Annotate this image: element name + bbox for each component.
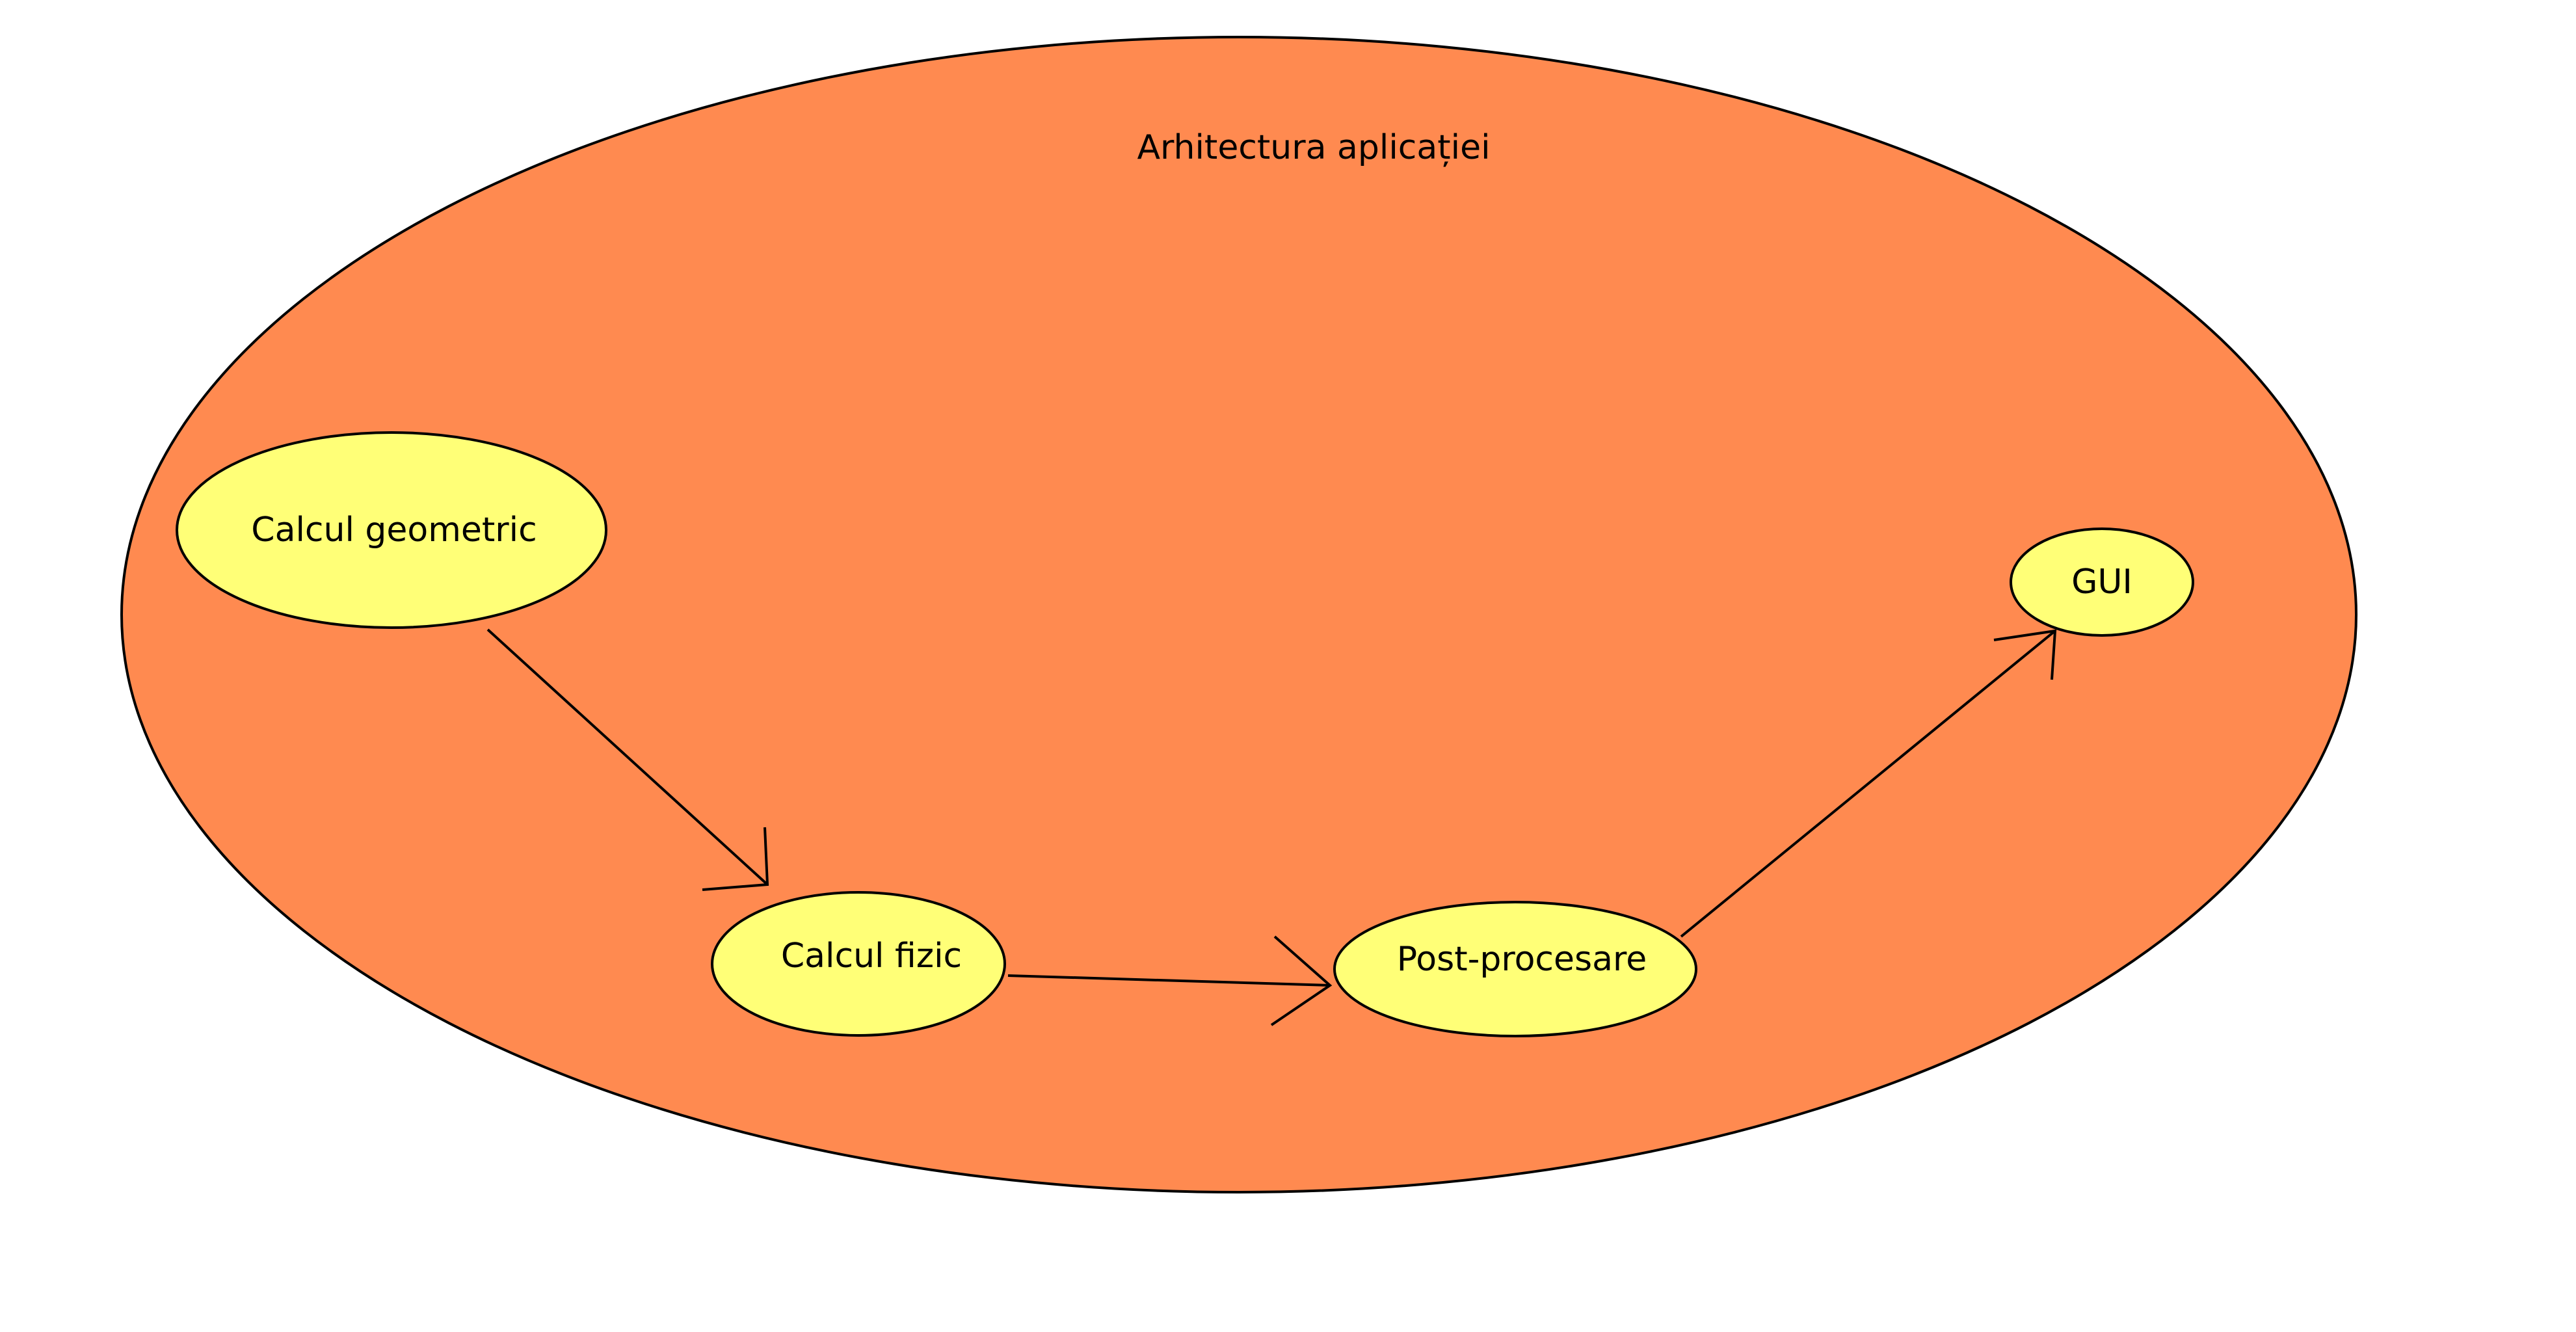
node-gui: GUI: [2010, 527, 2194, 637]
edge-fizic-to-postprocesare: [1007, 974, 1331, 987]
edge-postprocesare-to-gui: [1680, 630, 2056, 938]
edges: [486, 628, 2057, 1026]
application-container-ellipse: [120, 36, 2357, 1193]
node-calcul-fizic: Calcul fizic: [711, 891, 1006, 1037]
node-gui-label: GUI: [2071, 563, 2132, 602]
diagram-title: Arhitectura aplicației: [1137, 128, 1490, 167]
node-calcul-fizic-ellipse: [711, 891, 1006, 1037]
arrowhead-to-calcul-fizic: [702, 827, 769, 891]
node-calcul-geometric-ellipse: [176, 431, 607, 629]
arrowhead-to-gui: [1993, 629, 2057, 680]
edge-geometric-to-fizic: [486, 628, 769, 886]
node-calcul-geometric-label: Calcul geometric: [251, 511, 537, 550]
node-gui-ellipse: [2010, 527, 2194, 637]
node-calcul-geometric: Calcul geometric: [176, 431, 607, 629]
node-post-procesare-ellipse: [1333, 901, 1697, 1037]
node-post-procesare: Post-procesare: [1333, 901, 1697, 1037]
node-post-procesare-label: Post-procesare: [1397, 940, 1647, 979]
arrowhead-to-post-procesare: [1270, 935, 1333, 1026]
node-calcul-fizic-label: Calcul fizic: [781, 937, 962, 976]
